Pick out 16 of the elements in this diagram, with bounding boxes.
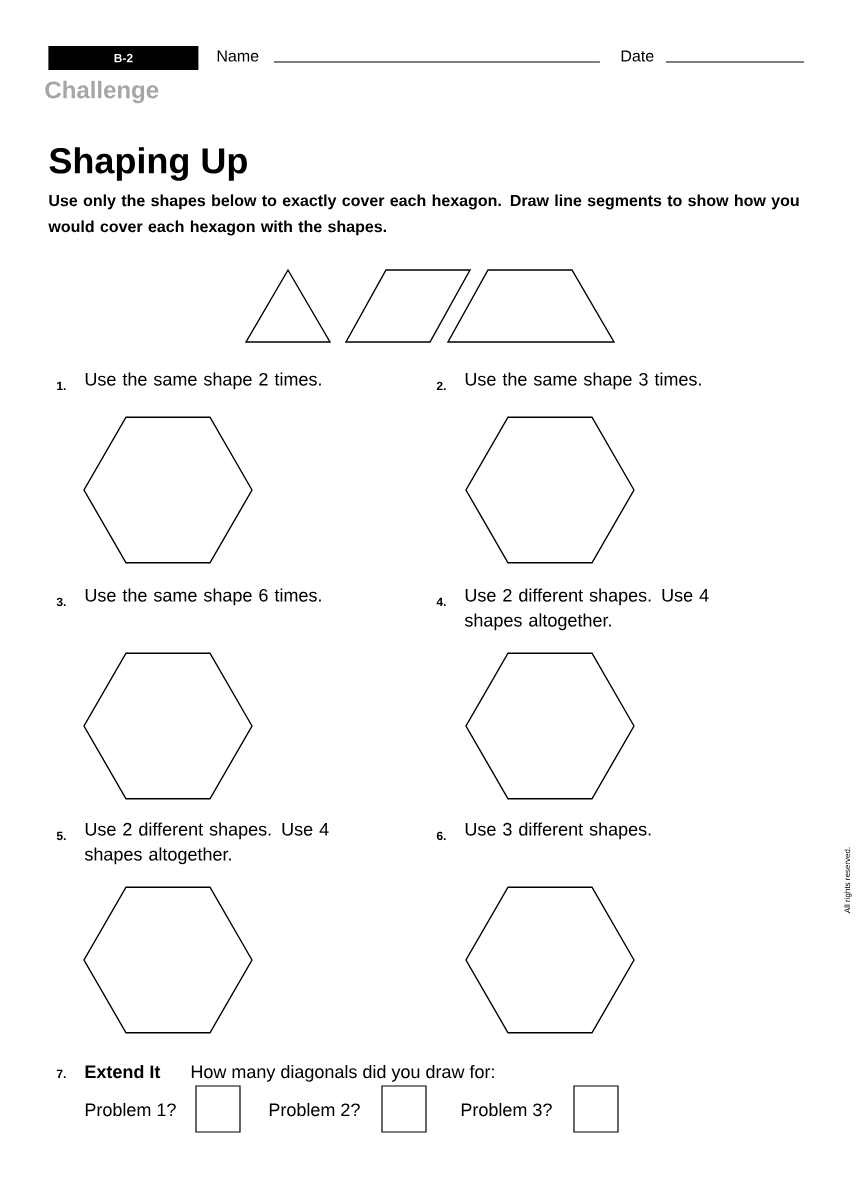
question: Use 3 different shapes.	[465, 822, 651, 840]
question: Problem 2?	[269, 1102, 360, 1117]
label: Name	[217, 50, 259, 62]
question: Problem 1?	[85, 1102, 176, 1117]
series-label: Challenge	[45, 80, 159, 104]
question: Use 2 different shapes. Use 4 shapes altogether.	[464, 588, 709, 631]
question: Use 2 different shapes. Use 4 shapes altogether.	[84, 822, 329, 865]
heading: Extend It	[85, 1064, 161, 1079]
title: Shaping Up	[49, 147, 247, 181]
question: Use the same shape 6 times.	[85, 588, 321, 606]
question: Use the same shape 2 times.	[85, 372, 321, 390]
instructions: Use only the shapes below to exactly cover each hexagon. Draw line segments to show how you would cover each hexagon with the shapes.	[48, 194, 799, 236]
question: How many diagonals did you draw for:	[191, 1064, 494, 1082]
label: Date	[621, 50, 654, 62]
question: Use the same shape 3 times.	[465, 372, 701, 390]
question: Problem 3?	[461, 1102, 552, 1117]
